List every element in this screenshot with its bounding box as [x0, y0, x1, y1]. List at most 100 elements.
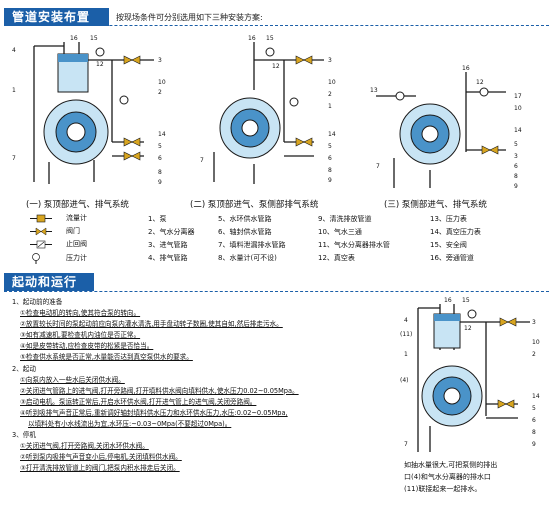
callout-14: 14	[532, 393, 540, 400]
legend-part: 4、排气管路	[148, 254, 188, 262]
callout-6: 6	[328, 155, 332, 162]
callout-10: 10	[514, 105, 522, 112]
legend-part: 11、气水分离器排水管	[318, 241, 390, 249]
callout-16: 16	[248, 35, 256, 42]
section-header-startup: 起动和运行	[4, 273, 94, 291]
callout-10: 10	[328, 79, 336, 86]
callout-13: 13	[370, 87, 378, 94]
callout-5: 5	[532, 405, 536, 412]
pump-diagram-combined-drain: 16 15 12 (11) 4 1 (4) 14 3 10 2 5 6 8 9 …	[400, 297, 540, 452]
callout-4: 4	[404, 317, 408, 324]
callout-2: 2	[158, 89, 162, 96]
caption-scheme-2: (二) 泵顶部进气、泵侧部排气系统	[190, 200, 319, 210]
callout-7: 7	[200, 157, 204, 164]
legend-part: 1、泵	[148, 215, 167, 223]
flowmeter-icon	[30, 214, 52, 223]
callout-14: 14	[158, 131, 166, 138]
legend-part: 6、轴封供水管路	[218, 228, 272, 236]
callout-8: 8	[532, 429, 536, 436]
callout-15: 15	[90, 35, 98, 42]
pressure-gauge-icon	[32, 253, 40, 264]
callout-4-paren: (4)	[400, 377, 409, 384]
callout-5: 5	[158, 143, 162, 150]
step-line: ①向泵内放入一些水后关闭供水阀。	[20, 375, 125, 384]
step-line: ③如有减速机,要检查机内油位是否正常。	[20, 331, 141, 340]
callout-3: 3	[532, 319, 536, 326]
callout-6: 6	[532, 417, 536, 424]
callout-7: 7	[376, 163, 380, 170]
callout-12: 12	[476, 79, 484, 86]
step-line: 2、起动	[12, 364, 36, 373]
legend-part: 15、安全阀	[430, 241, 467, 249]
legend-parts: 1、泵 2、气水分离器 3、进气管路 4、排气管路 5、水环供水管路 6、轴封供…	[148, 214, 548, 266]
legend-part: 13、压力表	[430, 215, 467, 223]
legend-symbols: 流量计 阀门 止回阀 压力计	[30, 214, 125, 266]
legend-valve: 阀门	[30, 227, 80, 240]
callout-1: 1	[328, 103, 332, 110]
callout-9: 9	[328, 177, 332, 184]
drain-note-line: 如抽水量很大,可把泵侧的排出	[404, 461, 498, 469]
legend-part: 3、进气管路	[148, 241, 188, 249]
step-line: ③启动电机。泵运转正常后,开启水环供水阀,打开进气管上的进气阀,关闭旁路阀。	[20, 397, 257, 406]
legend-check-valve: 止回阀	[30, 240, 87, 253]
callout-16: 16	[462, 65, 470, 72]
drain-note-line: 口(4)和气水分离器的排水口	[404, 473, 491, 481]
legend-part: 16、旁通管道	[430, 254, 474, 262]
section-divider	[4, 291, 549, 292]
installation-intro-text: 按现场条件可分别选用如下三种安装方案:	[116, 13, 263, 22]
pump-diagram-top-inlet-outlet: 16 15 12 3 10 2 1 4 14 5 6 7 8 9	[12, 35, 166, 186]
callout-9: 9	[514, 183, 518, 190]
callout-6: 6	[514, 163, 518, 170]
callout-10: 10	[158, 79, 166, 86]
step-line: ②听到泵内吸排气声音变小后,停电机,关闭填料供水阀。	[20, 453, 182, 462]
callout-7: 7	[404, 441, 408, 448]
caption-scheme-1: (一) 泵顶部进气、排气系统	[26, 200, 129, 210]
callout-4: 4	[12, 47, 16, 54]
legend-part: 10、气水三通	[318, 228, 362, 236]
legend-part: 14、真空压力表	[430, 228, 481, 236]
callout-12: 12	[96, 61, 104, 68]
section-header-installation: 管道安装布置	[4, 8, 109, 26]
legend-part: 7、填料泄漏排水管路	[218, 241, 286, 249]
callout-3: 3	[158, 57, 162, 64]
callout-6: 6	[158, 155, 162, 162]
callout-8: 8	[158, 169, 162, 176]
step-line: ⑤检查供水系统是否正常,水量能否达到真空泵供水的要求。	[20, 353, 193, 362]
callout-5: 5	[328, 143, 332, 150]
valve-icon	[30, 227, 52, 236]
callout-7: 7	[12, 155, 16, 162]
callout-8: 8	[514, 173, 518, 180]
step-line: ②关闭进气管路上的进气阀,打开旁路阀,打开填料供水阀向填料供水,使水压力0.02…	[20, 386, 299, 395]
check-valve-icon	[30, 240, 52, 249]
step-line: 以填料处有小水线流出为宜,水环压:~0.03~0Mpa(不要超过0Mpa)。	[28, 420, 232, 429]
step-line: ①检查电动机的转向,使其符合泵的转向。	[20, 309, 141, 318]
step-line: ①关闭进气阀,打开旁路阀,关闭水环供水阀。	[20, 442, 149, 451]
callout-2: 2	[532, 351, 536, 358]
callout-10: 10	[532, 339, 540, 346]
legend-part: 12、真空表	[318, 254, 355, 262]
callout-11: (11)	[400, 331, 412, 338]
drain-note: 如抽水量很大,可把泵侧的排出 口(4)和气水分离器的排水口 (11)联接起来一起…	[404, 459, 552, 495]
callout-2: 2	[328, 91, 332, 98]
legend-part: 2、气水分离器	[148, 228, 195, 236]
legend-part: 9、清洗排放管道	[318, 215, 372, 223]
callout-5: 5	[514, 141, 518, 148]
callout-8: 8	[328, 167, 332, 174]
step-line: 3、停机	[12, 431, 36, 440]
callout-1: 1	[12, 87, 16, 94]
step-line: ④如是皮带转动,应检查皮带的松紧是否恰当。	[20, 342, 154, 351]
pump-diagram-side-inlet-outlet: 16 12 17 10 13 14 5 3 6 7 8 9	[370, 65, 522, 190]
callout-12: 12	[272, 63, 280, 70]
callout-15: 15	[266, 35, 274, 42]
step-line: 1、起动前的准备	[12, 298, 63, 306]
callout-1: 1	[404, 351, 408, 358]
callout-9: 9	[158, 179, 162, 186]
callout-14: 14	[514, 127, 522, 134]
callout-17: 17	[514, 93, 522, 100]
callout-14: 14	[328, 131, 336, 138]
callout-15: 15	[462, 297, 470, 304]
callout-12: 12	[464, 325, 472, 332]
step-line: ④听到吸排气声音正常后,重新调好轴封填料供水压力和水环供水压力,水压:0.02~…	[20, 408, 288, 417]
legend-part: 8、水量计(可不设)	[218, 254, 277, 262]
caption-scheme-3: (三) 泵侧部进气、排气系统	[384, 200, 487, 210]
